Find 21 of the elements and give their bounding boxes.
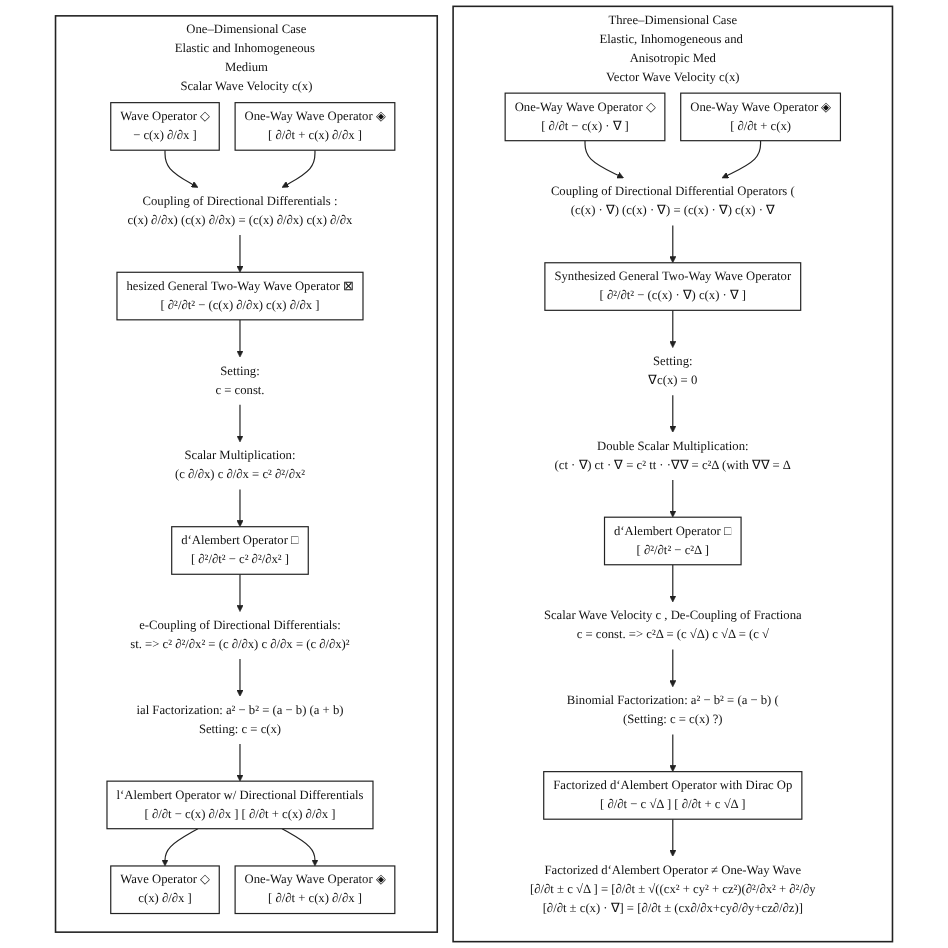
arrow <box>161 828 199 867</box>
arrow <box>669 564 677 603</box>
arrow <box>236 319 244 358</box>
arrow <box>236 743 244 782</box>
arrow <box>669 224 677 264</box>
arrow <box>721 140 762 179</box>
arrow <box>236 658 244 697</box>
arrow <box>669 818 677 857</box>
arrow <box>236 573 244 612</box>
arrow <box>669 394 677 433</box>
arrow <box>236 234 244 273</box>
arrow <box>669 309 677 348</box>
arrow <box>164 149 199 188</box>
arrow <box>236 488 244 528</box>
arrow <box>584 140 624 179</box>
arrow <box>669 479 677 518</box>
arrow <box>236 404 244 443</box>
arrow <box>281 149 316 188</box>
arrow <box>669 648 677 688</box>
arrow <box>669 733 677 772</box>
arrow <box>281 828 319 867</box>
